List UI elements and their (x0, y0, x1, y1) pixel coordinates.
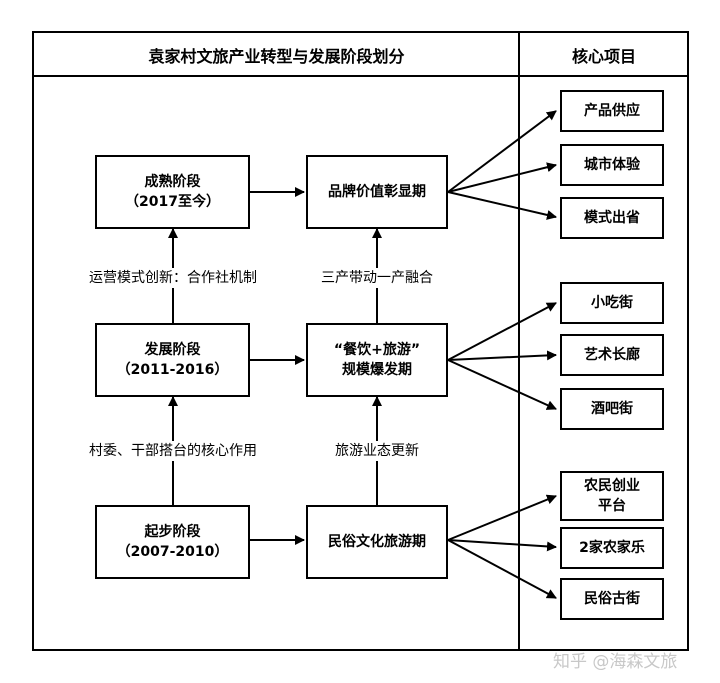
stage-development-box: 发展阶段 （2011-2016） (95, 323, 250, 397)
project-farmer-startup-platform: 农民创业 平台 (560, 471, 664, 521)
stage-period: （2007-2010） (116, 544, 229, 560)
transition-label-tourism-update: 旅游业态更新 (309, 441, 445, 461)
watermark-text: 知乎 @海森文旅 (553, 652, 678, 672)
stage-period: （2017至今） (125, 194, 220, 210)
phase-folk-culture-box: 民俗文化旅游期 (306, 505, 448, 579)
project-product-supply: 产品供应 (560, 90, 664, 132)
stage-period: （2011-2016） (116, 362, 229, 378)
stage-name: 起步阶段 (144, 524, 201, 540)
stage-mature-box: 成熟阶段 （2017至今） (95, 155, 250, 229)
project-snack-street: 小吃街 (560, 282, 664, 324)
arrow-catering-to-art-gallery (447, 350, 557, 361)
stage-name: 成熟阶段 (144, 174, 201, 190)
arrow-catering-to-snack-street (447, 302, 557, 361)
project-model-export: 模式出省 (560, 197, 664, 239)
outer-border (32, 31, 689, 651)
arrow-folk-to-folk-street (447, 539, 557, 599)
project-bar-street: 酒吧街 (560, 388, 664, 430)
transition-label-village-committee: 村委、干部搭台的核心作用 (63, 441, 283, 461)
diagram-title: 袁家村文旅产业转型与发展阶段划分 (148, 46, 405, 66)
transition-label-cooperative: 运营模式创新：合作社机制 (63, 268, 283, 288)
arrow-catering-to-bar-street (447, 359, 557, 410)
phase-catering-tourism-box: “餐饮+旅游” 规模爆发期 (306, 323, 448, 397)
project-city-experience: 城市体验 (560, 144, 664, 186)
core-projects-header: 核心项目 (571, 46, 636, 66)
arrow-folk-to-farmhouses (447, 539, 557, 552)
arrow-brand-to-product-supply (447, 110, 557, 193)
project-farmhouses: 2家农家乐 (560, 527, 664, 569)
phase-brand-value-box: 品牌价值彰显期 (306, 155, 448, 229)
arrow-folk-to-farmer-platform (447, 494, 557, 541)
stage-name: 发展阶段 (144, 342, 201, 358)
stage-start-box: 起步阶段 （2007-2010） (95, 505, 250, 579)
arrow-brand-to-city-experience (447, 162, 557, 193)
arrow-brand-to-model-export (447, 191, 557, 220)
project-art-gallery: 艺术长廊 (560, 334, 664, 376)
project-folk-ancient-street: 民俗古街 (560, 578, 664, 620)
transition-label-industry-fusion: 三产带动一产融合 (309, 268, 445, 288)
